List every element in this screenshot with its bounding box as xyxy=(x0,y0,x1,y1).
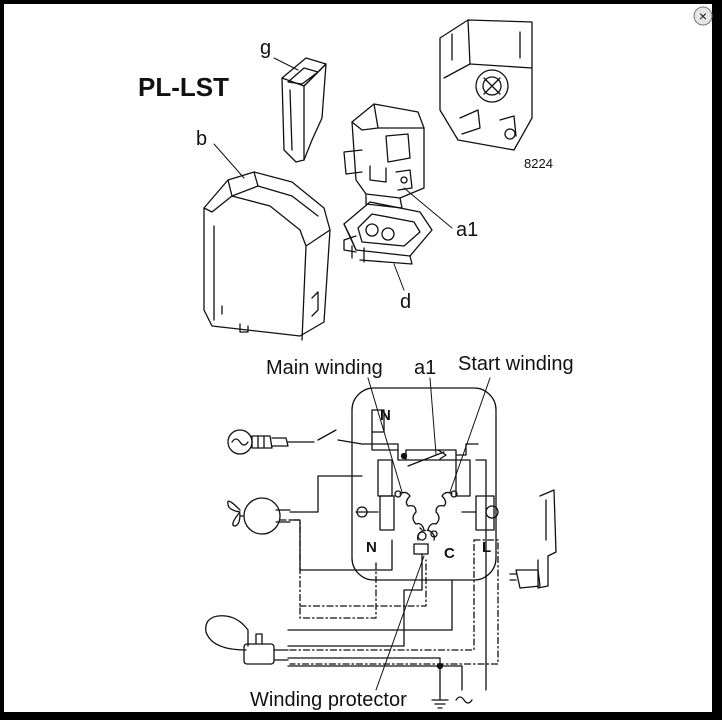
protector-bracket-drawing xyxy=(509,489,557,589)
schematic-leaders xyxy=(367,377,491,691)
terminal-N-top: N xyxy=(380,407,391,424)
terminal-N: N xyxy=(366,539,377,556)
label-start-winding: Start winding xyxy=(458,353,574,375)
close-icon[interactable]: × xyxy=(693,6,713,26)
windings xyxy=(394,452,458,541)
dashed-wiring xyxy=(279,519,499,665)
fan-motor-icon xyxy=(227,497,291,535)
label-a1-schematic: a1 xyxy=(414,357,436,379)
part-bracket-drawing xyxy=(439,19,533,151)
label-winding-protector: Winding protector xyxy=(250,689,407,711)
part-a1-drawing xyxy=(343,103,425,209)
part-label-g: g xyxy=(260,37,271,59)
part-b-drawing xyxy=(203,171,331,341)
svg-text:×: × xyxy=(699,8,707,24)
terminal-C: C xyxy=(444,545,455,562)
relay-outline xyxy=(351,387,497,581)
leader-lines xyxy=(213,57,453,291)
thermostat-icon xyxy=(205,615,289,665)
part-g-drawing xyxy=(281,57,327,163)
label-main-winding: Main winding xyxy=(266,357,383,379)
figure-number: 8224 xyxy=(524,156,553,171)
terminal-L: L xyxy=(482,539,491,556)
part-label-a1: a1 xyxy=(456,219,478,241)
part-label-d: d xyxy=(400,291,411,313)
schematic-wiring xyxy=(287,409,499,709)
part-d-drawing xyxy=(343,201,433,265)
lamp-icon xyxy=(227,429,289,455)
title-label: PL-LST xyxy=(138,72,229,102)
part-label-b: b xyxy=(196,128,207,150)
